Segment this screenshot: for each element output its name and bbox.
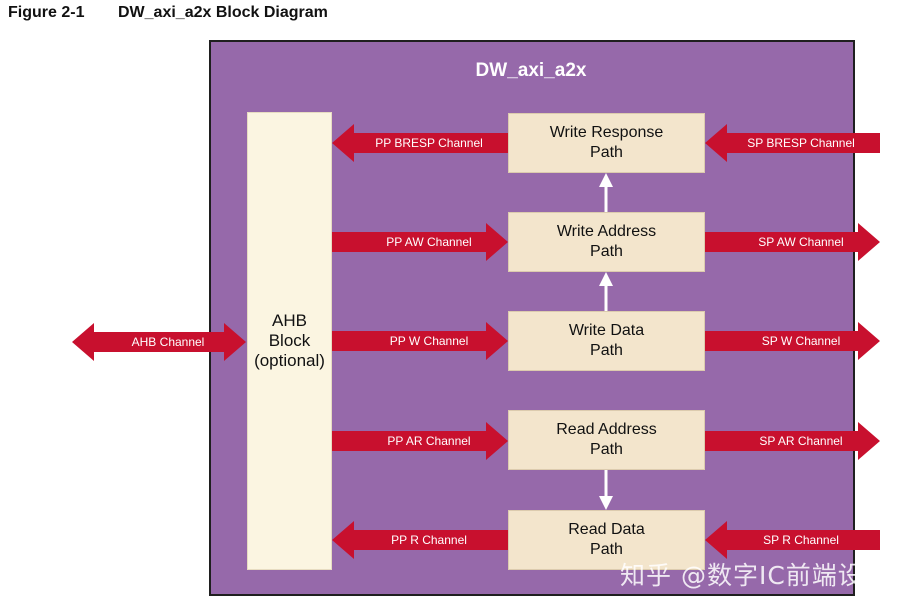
path-line2: Path — [590, 342, 623, 359]
sp-r-channel-label: SP R Channel — [763, 533, 839, 547]
watermark-text: 知乎 @数字IC前端设计 — [620, 561, 890, 590]
figure-number: Figure 2-1 — [8, 4, 85, 21]
ar-to-r-arrowhead — [599, 496, 613, 510]
path-line2: Path — [590, 243, 623, 260]
sp-aw-channel-arrow — [705, 223, 880, 261]
pp-ar-channel-arrow — [332, 422, 508, 460]
pp-aw-channel-label: PP AW Channel — [386, 235, 472, 249]
ahb-channel-label: AHB Channel — [131, 335, 205, 349]
pp-bresp-channel-arrow — [332, 124, 508, 162]
path-line1: Write Data — [568, 322, 645, 339]
pp-r-channel-label: PP R Channel — [391, 533, 467, 547]
path-line2: Path — [590, 441, 623, 458]
read-data-path: Read Data Path — [508, 510, 705, 570]
ahb-block-line1: AHB — [272, 311, 307, 330]
aw-to-bresp-arrowhead — [599, 173, 613, 187]
path-line1: Read Address — [556, 421, 657, 438]
sp-ar-channel-label: SP AR Channel — [759, 434, 843, 448]
ahb-channel-arrow — [72, 323, 246, 361]
ahb-block: AHB Block (optional) — [247, 112, 332, 570]
pp-w-channel-label: PP W Channel — [389, 334, 469, 348]
sp-aw-channel-label: SP AW Channel — [758, 235, 844, 249]
sp-r-channel-arrow — [705, 521, 880, 559]
sp-bresp-channel-label: SP BRESP Channel — [747, 136, 855, 150]
w-to-aw-arrowhead — [599, 272, 613, 286]
figure-title: DW_axi_a2x Block Diagram — [118, 4, 328, 21]
path-line1: Write Address — [556, 223, 657, 240]
sp-w-channel-label: SP W Channel — [761, 334, 841, 348]
write-data-path: Write Data Path — [508, 311, 705, 371]
path-line2: Path — [590, 541, 623, 558]
sp-ar-channel-arrow — [705, 422, 880, 460]
sp-bresp-channel-arrow — [705, 124, 880, 162]
ahb-block-line3: (optional) — [254, 351, 325, 370]
path-line2: Path — [590, 144, 623, 161]
sp-w-channel-arrow — [705, 322, 880, 360]
path-line1: Write Response — [549, 124, 664, 141]
pp-ar-channel-label: PP AR Channel — [387, 434, 471, 448]
pp-aw-channel-arrow — [332, 223, 508, 261]
ahb-block-line2: Block — [268, 331, 311, 350]
pp-w-channel-arrow — [332, 322, 508, 360]
path-line1: Read Data — [568, 521, 645, 538]
block-title: DW_axi_a2x — [475, 60, 587, 81]
pp-bresp-channel-label: PP BRESP Channel — [375, 136, 483, 150]
write-response-path: Write Response Path — [508, 113, 705, 173]
read-address-path: Read Address Path — [508, 410, 705, 470]
write-address-path: Write Address Path — [508, 212, 705, 272]
pp-r-channel-arrow — [332, 521, 508, 559]
